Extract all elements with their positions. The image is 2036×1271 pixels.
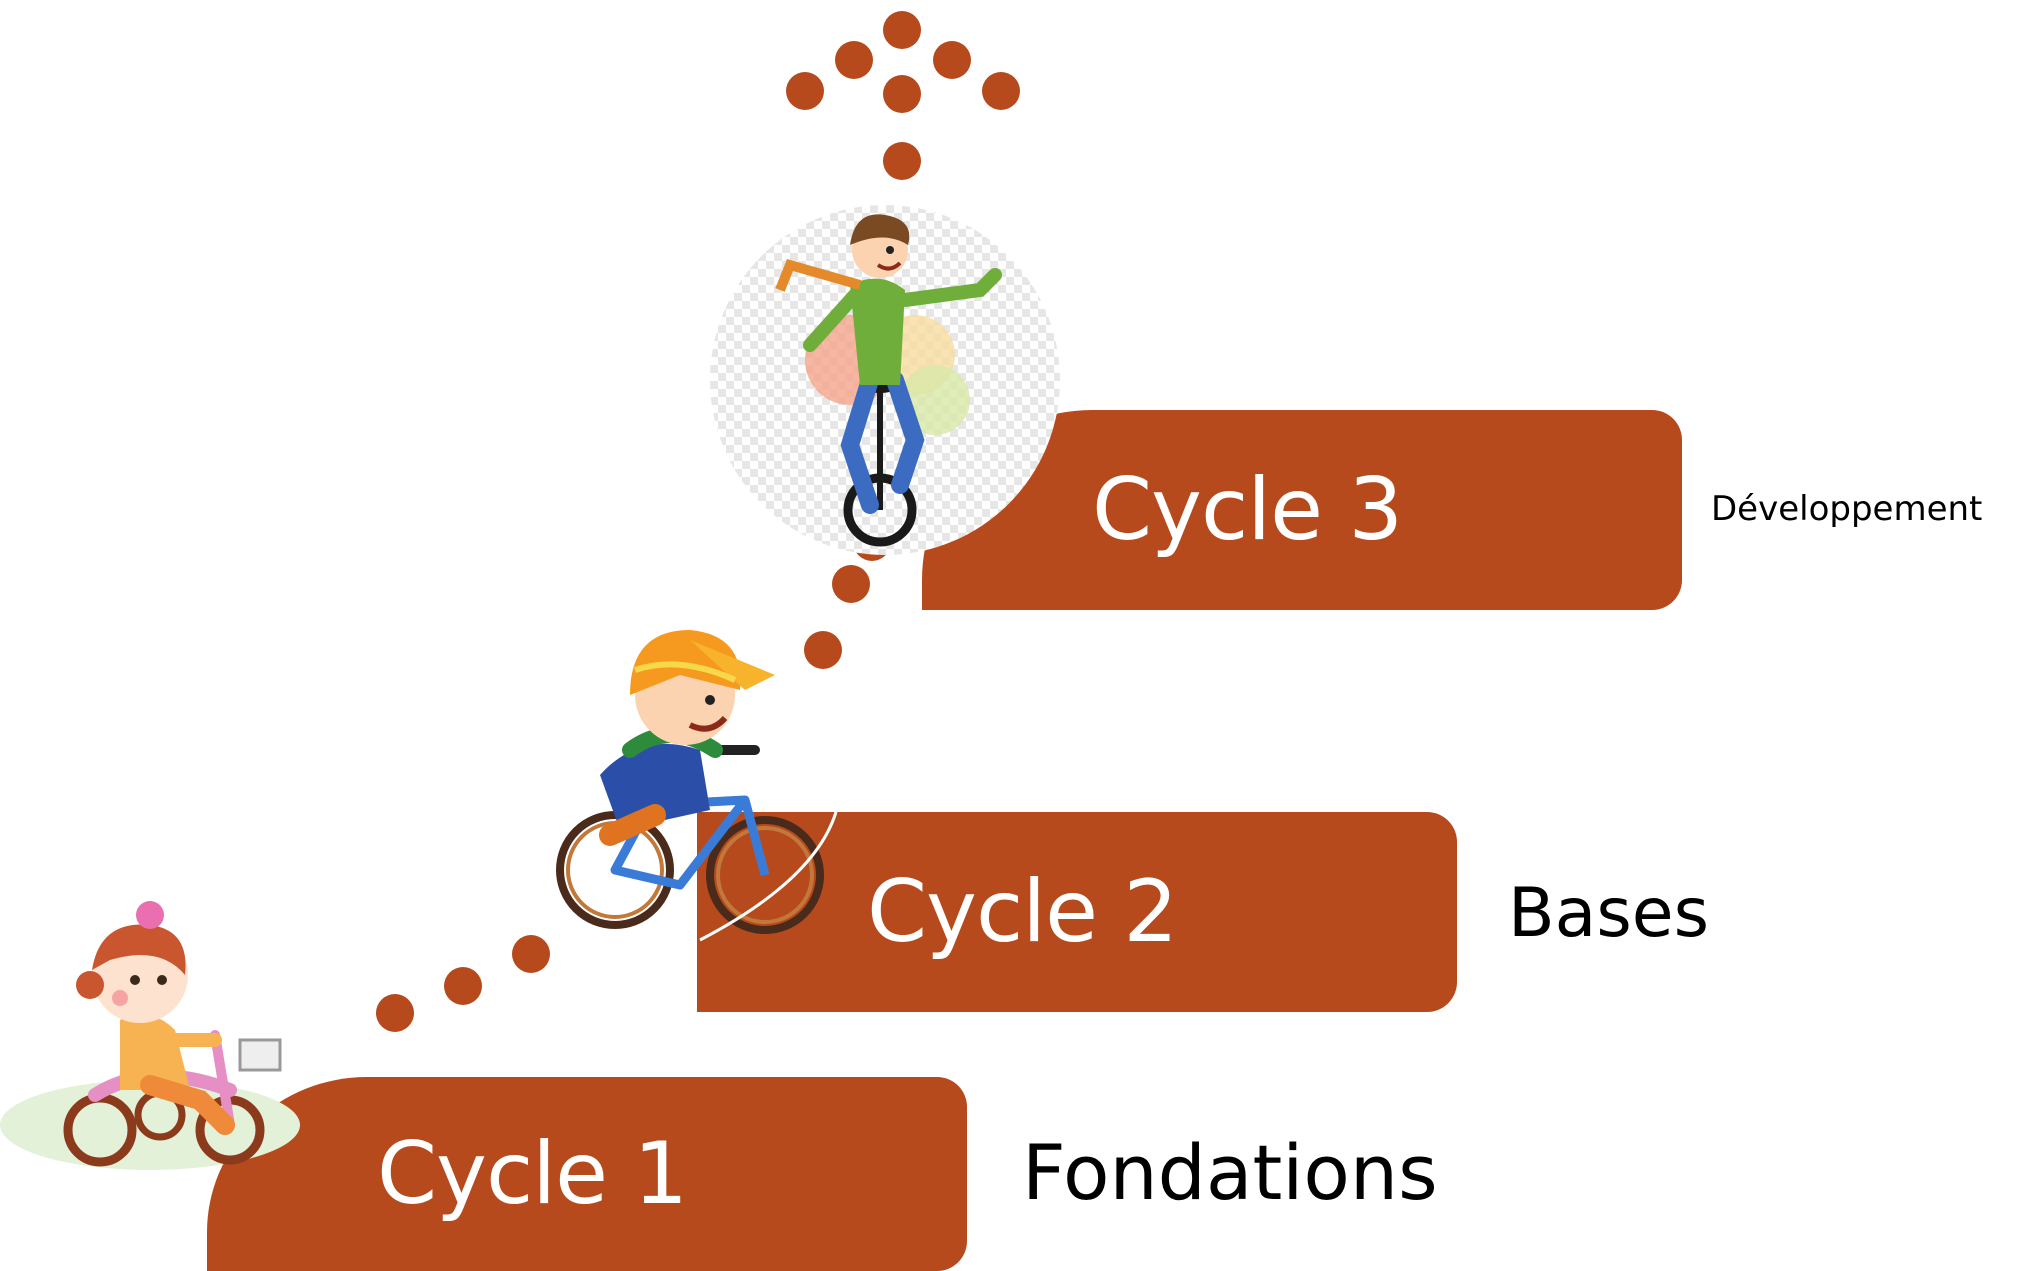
- step-cycle-1-description: Fondations: [1022, 1128, 1438, 1217]
- arrow-dot: [933, 41, 971, 79]
- step-cycle-2-label: Cycle 2: [867, 862, 1178, 962]
- path-dot: [376, 994, 414, 1032]
- step-cycle-3-description: Développement: [1711, 489, 1983, 529]
- path-dot: [444, 967, 482, 1005]
- child-on-bicycle-illustration: [556, 630, 824, 934]
- arrow-dot: [883, 142, 921, 180]
- step-cycle-3-label: Cycle 3: [1092, 460, 1403, 560]
- child-on-tricycle-illustration: [0, 901, 300, 1170]
- step-cycle-1-label: Cycle 1: [377, 1124, 688, 1224]
- step-cycle-1: Cycle 1: [207, 1077, 967, 1271]
- arrow-dot: [883, 11, 921, 49]
- arrow-dot: [835, 41, 873, 79]
- step-cycle-2-description: Bases: [1508, 874, 1710, 953]
- path-dot: [512, 935, 550, 973]
- arrow-dot: [786, 72, 824, 110]
- path-dot: [804, 631, 842, 669]
- boy-on-unicycle-illustration: [710, 205, 1060, 555]
- arrow-dot: [982, 72, 1020, 110]
- path-dot: [832, 565, 870, 603]
- step-cycle-3: Cycle 3: [922, 410, 1682, 610]
- arrow-dot: [883, 75, 921, 113]
